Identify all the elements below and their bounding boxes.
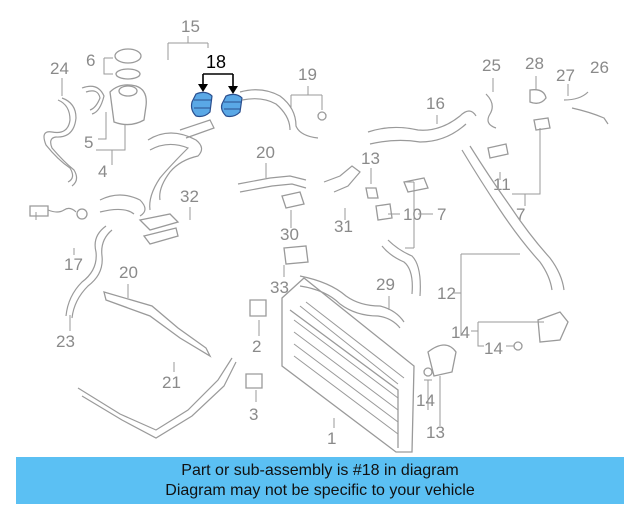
- callout-27: 27: [556, 66, 575, 85]
- callout-33: 33: [270, 278, 289, 297]
- callout-22: 20: [256, 143, 275, 162]
- part-18-left: [190, 91, 213, 118]
- callout-6: 6: [86, 51, 95, 70]
- callout-29: 29: [376, 275, 395, 294]
- callout-8: 10: [403, 205, 422, 224]
- part-18-connectors: [190, 73, 243, 118]
- info-banner: Part or sub-assembly is #18 in diagram D…: [16, 457, 624, 504]
- callout-17: 17: [64, 255, 83, 274]
- callout-11: 12: [437, 284, 456, 303]
- callout-23: 23: [56, 332, 75, 351]
- callout-1: 1: [327, 429, 336, 448]
- callout-18: 18: [206, 52, 226, 72]
- callout-30: 30: [280, 225, 299, 244]
- coolant-system-parts: [29, 48, 609, 453]
- callout-15: 15: [181, 17, 200, 36]
- callout-28: 28: [525, 54, 544, 73]
- callout-14-right: 14: [484, 339, 503, 358]
- callout-10: 13: [361, 149, 380, 168]
- banner-line-2: Diagram may not be specific to your vehi…: [165, 482, 475, 499]
- callout-7-right: 7: [437, 205, 446, 224]
- callout-7-lower: 7: [516, 205, 525, 224]
- callout-3: 3: [249, 405, 258, 424]
- callout-13: 14: [451, 323, 470, 342]
- callout-32: 32: [180, 187, 199, 206]
- leader-lines: [35, 36, 569, 428]
- callout-26: 26: [590, 58, 609, 77]
- callout-16: 16: [426, 94, 445, 113]
- callout-2: 2: [252, 337, 261, 356]
- callout-12: 13: [426, 423, 445, 442]
- callout-25: 25: [482, 56, 501, 75]
- callout-9: 11: [493, 175, 511, 194]
- parts-diagram: 15 18 24 6 19 25 28 27 26 16 5 4 20 13 1…: [29, 17, 609, 453]
- callout-14-lower: 14: [416, 391, 435, 410]
- callout-5: 5: [84, 133, 93, 152]
- callout-19: 20: [119, 263, 138, 282]
- banner-line-1: Part or sub-assembly is #18 in diagram: [181, 462, 459, 479]
- callout-24: 24: [50, 59, 69, 78]
- callout-4: 4: [98, 162, 107, 181]
- part-18-right: [220, 93, 243, 118]
- callout-21: 19: [298, 65, 317, 84]
- callout-20: 21: [162, 373, 181, 392]
- callout-31: 31: [334, 217, 353, 236]
